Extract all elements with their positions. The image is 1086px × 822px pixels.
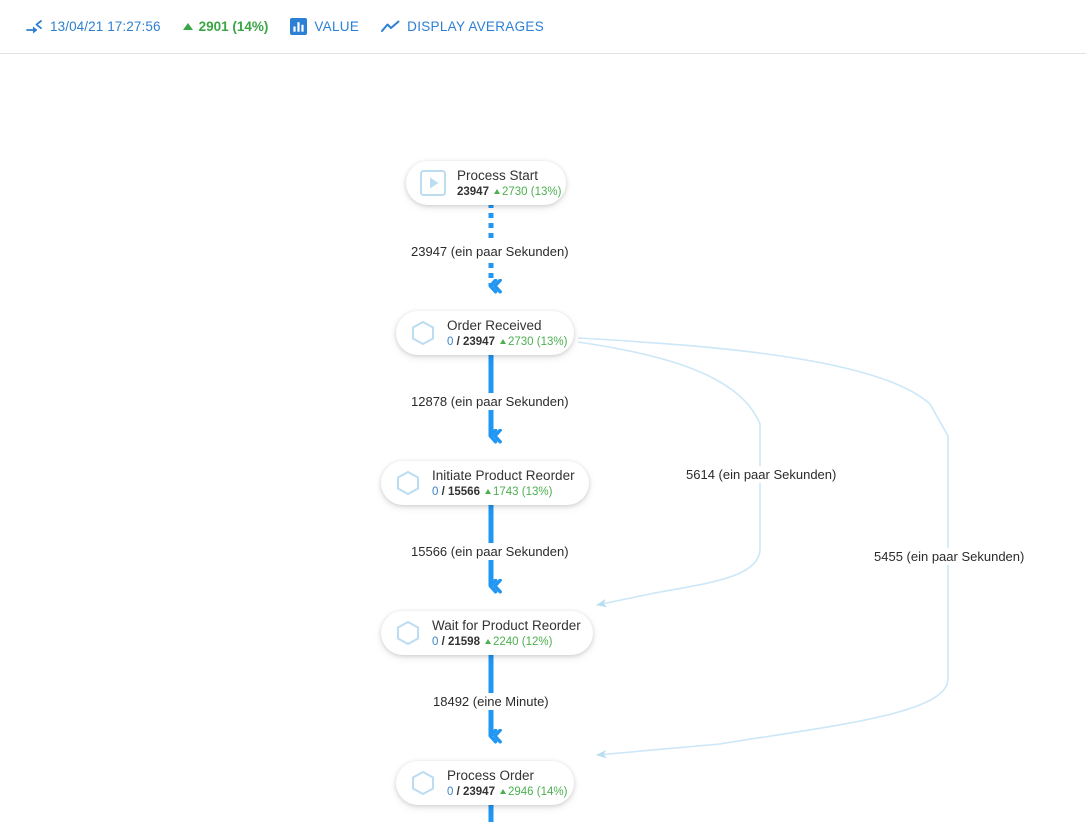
node-delta: 2730 (13%): [507, 335, 568, 348]
node-text: Process Start 23947 2730 (13%): [457, 168, 561, 199]
hexagon-icon: [393, 468, 423, 498]
line-chart-icon: [381, 20, 400, 34]
top-toolbar: 13/04/21 17:27:56 2901 (14%) VALUE DISPL…: [0, 0, 1086, 54]
display-averages-button[interactable]: DISPLAY AVERAGES: [381, 0, 544, 54]
node-count: 23947: [457, 185, 489, 198]
node-ratio: / 23947: [456, 335, 495, 348]
caret-up-icon: [484, 638, 491, 644]
edge-order-received-to-process-order-branch: [577, 337, 949, 759]
node-stats: 0 / 21598 2240 (12%): [432, 635, 581, 649]
display-averages-label: DISPLAY AVERAGES: [407, 19, 545, 34]
caret-up-icon: [499, 338, 506, 344]
node-stats: 23947 2730 (13%): [457, 185, 561, 199]
hexagon-icon: [408, 318, 438, 348]
node-text: Order Received 0 / 23947 2730 (13%): [447, 318, 567, 349]
node-count: 0: [447, 335, 454, 348]
node-title: Wait for Product Reorder: [432, 617, 581, 633]
value-label: VALUE: [314, 19, 360, 34]
delta-label: 2901 (14%): [198, 19, 269, 34]
caret-up-icon: [484, 488, 491, 494]
node-ratio: / 15566: [441, 485, 480, 498]
node-process-order[interactable]: Process Order 0 / 23947 2946 (14%): [396, 761, 574, 805]
node-title: Process Order: [447, 767, 535, 783]
node-ratio: / 21598: [441, 635, 480, 648]
node-wait-for-product-reorder[interactable]: Wait for Product Reorder 0 / 21598 2240 (…: [381, 611, 593, 655]
arrow-into-icon: [26, 19, 43, 34]
node-process-start[interactable]: Process Start 23947 2730 (13%): [406, 161, 566, 205]
hexagon-icon: [408, 768, 438, 798]
node-text: Initiate Product Reorder 0 / 15566 1743 (…: [432, 468, 575, 499]
timestamp-item[interactable]: 13/04/21 17:27:56: [26, 0, 161, 54]
node-order-received[interactable]: Order Received 0 / 23947 2730 (13%): [396, 311, 574, 355]
timestamp-label: 13/04/21 17:27:56: [50, 19, 161, 34]
node-delta: 2946 (14%): [507, 785, 568, 798]
node-stats: 0 / 15566 1743 (13%): [432, 485, 575, 499]
edge-label-2: 12878 (ein paar Sekunden): [405, 393, 575, 410]
edge-label-6: 5455 (ein paar Sekunden): [868, 548, 1031, 565]
node-title: Order Received: [447, 317, 542, 333]
node-ratio: / 23947: [456, 785, 495, 798]
node-text: Process Order 0 / 23947 2946 (14%): [447, 768, 567, 799]
caret-up-icon: [499, 788, 506, 794]
node-count: 0: [432, 635, 439, 648]
node-title: Process Start: [457, 167, 539, 183]
process-diagram-canvas[interactable]: Process Start 23947 2730 (13%) Order Rece…: [0, 54, 1086, 822]
node-initiate-product-reorder[interactable]: Initiate Product Reorder 0 / 15566 1743 (…: [381, 461, 589, 505]
node-delta: 2730 (13%): [501, 185, 562, 198]
edge-label-3: 15566 (ein paar Sekunden): [405, 543, 575, 560]
node-count: 0: [432, 485, 439, 498]
edge-label-1: 23947 (ein paar Sekunden): [405, 243, 575, 260]
edge-label-4: 18492 (eine Minute): [427, 693, 555, 710]
delta-item: 2901 (14%): [182, 0, 269, 54]
play-icon: [418, 168, 448, 198]
edge-label-5: 5614 (ein paar Sekunden): [680, 466, 843, 483]
triangle-up-icon: [182, 23, 193, 30]
hexagon-icon: [393, 618, 423, 648]
node-text: Wait for Product Reorder 0 / 21598 2240 (…: [432, 618, 581, 649]
caret-up-icon: [493, 188, 500, 194]
node-title: Initiate Product Reorder: [432, 467, 575, 483]
node-count: 0: [447, 785, 454, 798]
value-button[interactable]: VALUE: [290, 0, 359, 54]
node-delta: 2240 (12%): [492, 635, 553, 648]
node-delta: 1743 (13%): [492, 485, 553, 498]
node-stats: 0 / 23947 2730 (13%): [447, 335, 567, 349]
node-stats: 0 / 23947 2946 (14%): [447, 785, 567, 799]
bar-chart-icon: [290, 18, 308, 35]
